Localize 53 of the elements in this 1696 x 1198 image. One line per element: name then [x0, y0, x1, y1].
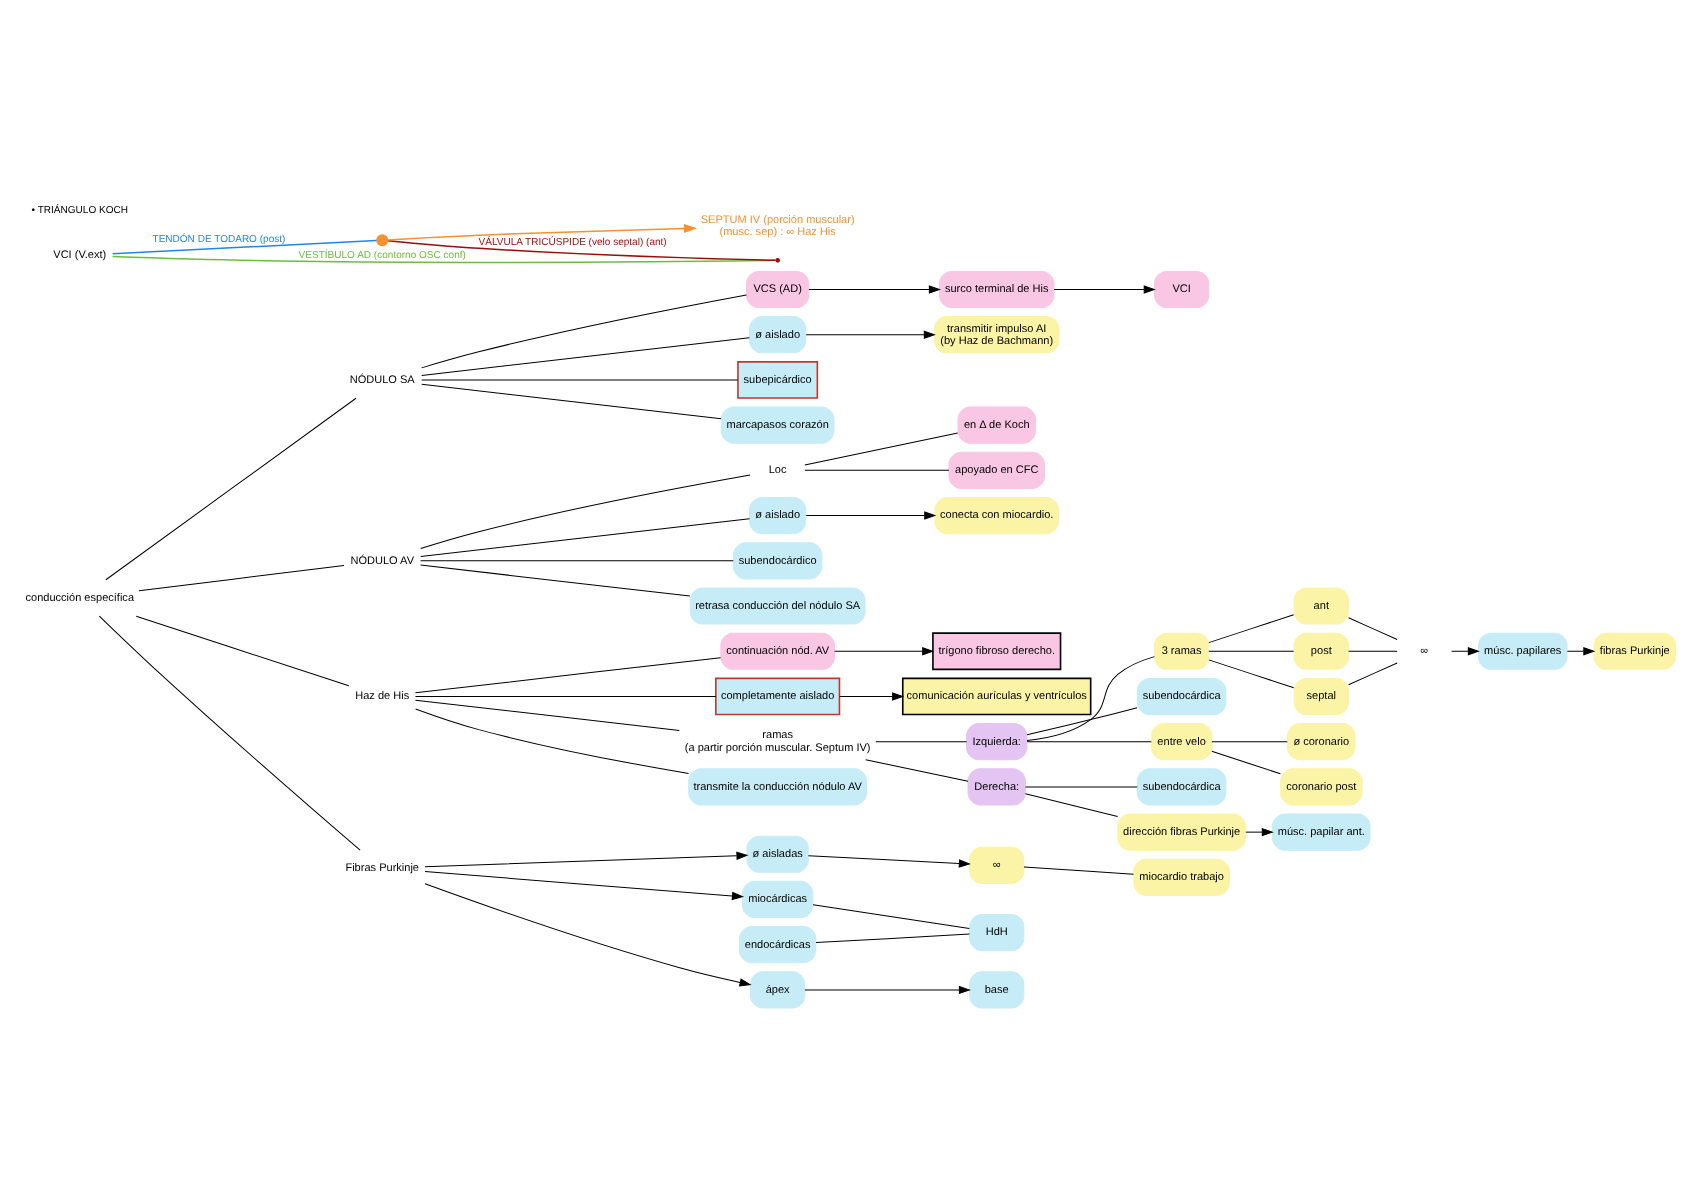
connector: [1023, 865, 1135, 874]
connector: [875, 740, 968, 742]
connector: [1211, 749, 1281, 774]
arrow: [424, 870, 743, 899]
connector: [804, 431, 959, 465]
connector: [414, 698, 680, 730]
connector: [421, 382, 722, 419]
connector: [414, 694, 717, 696]
connector: [1026, 706, 1138, 735]
connector: [415, 707, 690, 773]
connector: [135, 614, 350, 686]
connector: [420, 517, 750, 556]
connector: [420, 559, 734, 561]
connector: [111, 238, 378, 254]
connector: [98, 614, 361, 850]
connector: [421, 336, 750, 375]
connector: [420, 563, 691, 596]
connector: [865, 758, 969, 781]
connector: [105, 396, 357, 580]
connector: [1208, 613, 1295, 643]
connector: [138, 563, 345, 591]
connector: [1348, 661, 1398, 685]
arrow: [805, 510, 936, 519]
arrow: [1245, 827, 1273, 836]
connector: [1026, 740, 1152, 742]
arrow: [807, 854, 970, 867]
connector: [815, 932, 970, 943]
arrow: [1451, 646, 1479, 655]
connector: [1026, 655, 1155, 741]
connector: [1025, 792, 1119, 817]
arrow: [805, 329, 935, 338]
arrow: [804, 984, 970, 993]
connector: [1348, 616, 1398, 640]
connector: [804, 468, 950, 470]
connector: [1208, 658, 1295, 688]
connector: [387, 238, 777, 261]
arrow: [1566, 646, 1595, 655]
connector: [414, 656, 722, 693]
arrow: [387, 222, 698, 240]
connector: [420, 473, 751, 548]
node-circle: [376, 233, 389, 246]
connector: [1348, 649, 1398, 651]
connector: [812, 903, 970, 929]
arrow: [808, 284, 940, 293]
connector: [1211, 740, 1288, 742]
arrow: [834, 646, 934, 655]
connector: [1208, 649, 1295, 651]
arrow: [1053, 284, 1155, 293]
arrow: [424, 850, 748, 867]
connector: [421, 293, 747, 368]
node-point: [775, 257, 780, 262]
arrow: [839, 691, 904, 700]
arrow: [424, 882, 751, 986]
